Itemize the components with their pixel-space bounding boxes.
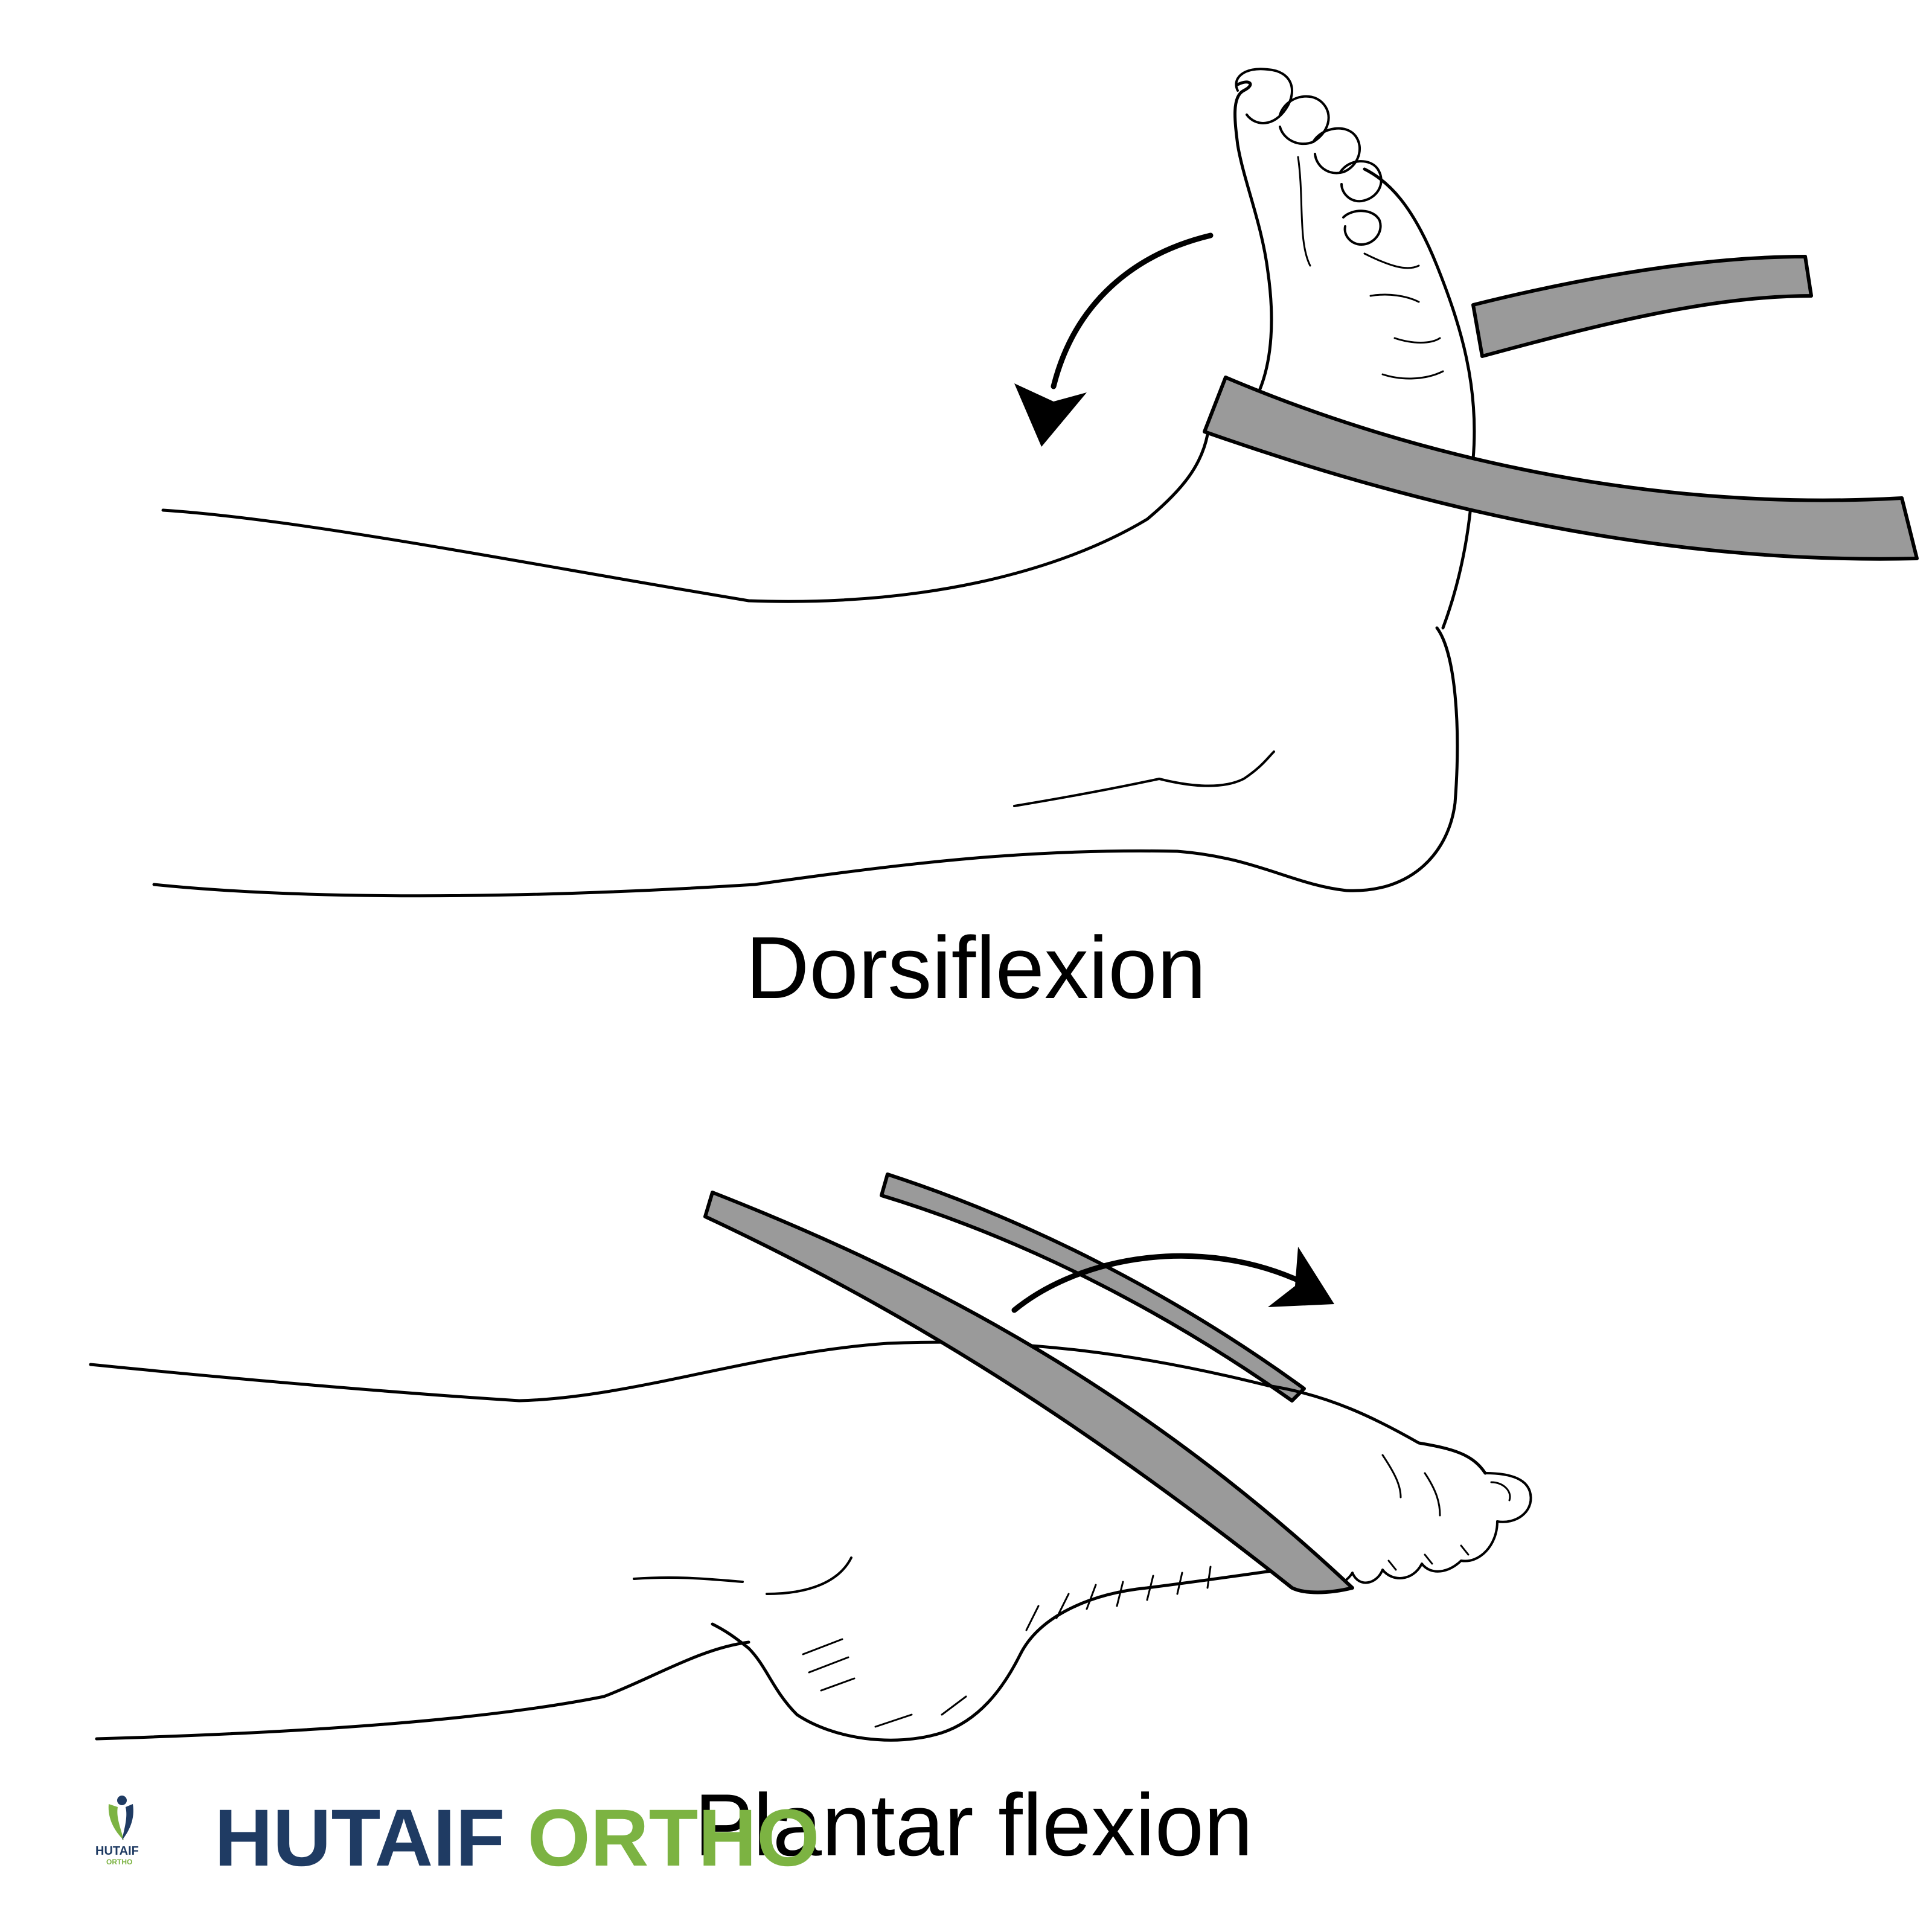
foot-crease-1: [1297, 156, 1311, 267]
foot-sole: [1363, 167, 1476, 630]
heel-contour: [711, 1622, 799, 1716]
brand-wordmark: HUTAIF ORTHO: [214, 1798, 819, 1879]
foot-crease-3: [1381, 370, 1444, 380]
toe-5: [1342, 210, 1382, 246]
brand-word-hutaif: HUTAIF: [214, 1793, 505, 1883]
big-toe: [1235, 68, 1293, 124]
leg-upper-contour-bottom: [89, 1340, 1270, 1403]
foot-outline: [1233, 80, 1273, 400]
foot-sole-bottom: [795, 1568, 1282, 1742]
dorsiflexion-figure: [152, 68, 1919, 898]
toe-nails: [1387, 1481, 1511, 1571]
plantar-flexion-figure: [89, 1172, 1532, 1742]
big-toe-bottom: [1484, 1472, 1532, 1523]
brand-logo: HUTAIF ORTHO: [91, 1792, 151, 1870]
ankle-bone-detail-bottom: [766, 1556, 852, 1595]
logo-text-main: HUTAIF: [95, 1844, 139, 1858]
toe-creases: [1381, 1454, 1441, 1517]
ankle-crease: [1013, 778, 1160, 807]
brand-logo-icon: [108, 1796, 133, 1840]
leg-upper-contour: [161, 433, 1209, 603]
band-strap-back: [1471, 255, 1813, 358]
leg-lower-contour-bottom: [95, 1640, 750, 1741]
ankle-shading-lines: [802, 1638, 967, 1728]
toe-3: [1312, 127, 1361, 174]
band-strap-front-bottom: [703, 1191, 1354, 1595]
foot-crease-2: [1363, 252, 1420, 269]
curved-arrow-counterclockwise-icon: [1014, 232, 1214, 447]
leg-lower-contour: [152, 626, 1459, 898]
dorsiflexion-caption: Dorsiflexion: [746, 918, 1206, 1017]
achilles-line: [633, 1576, 744, 1583]
foot-crease-4: [1393, 337, 1441, 344]
toe-2: [1279, 95, 1330, 146]
brand-word-ortho: ORTHO: [527, 1793, 820, 1883]
toe-4: [1339, 160, 1383, 203]
foot-top-contour: [1266, 1384, 1487, 1475]
band-strap-back-bottom: [880, 1172, 1306, 1403]
band-strap-front: [1203, 376, 1919, 561]
logo-text-sub: ORTHO: [106, 1858, 133, 1866]
ankle-bone-detail: [1158, 750, 1275, 787]
sole-wrinkles: [1025, 1566, 1212, 1631]
plantar-flexion-caption: Plantar flexion: [694, 1776, 1253, 1874]
foot-crease-5: [1369, 293, 1420, 303]
curved-arrow-clockwise-icon: [1011, 1247, 1334, 1313]
